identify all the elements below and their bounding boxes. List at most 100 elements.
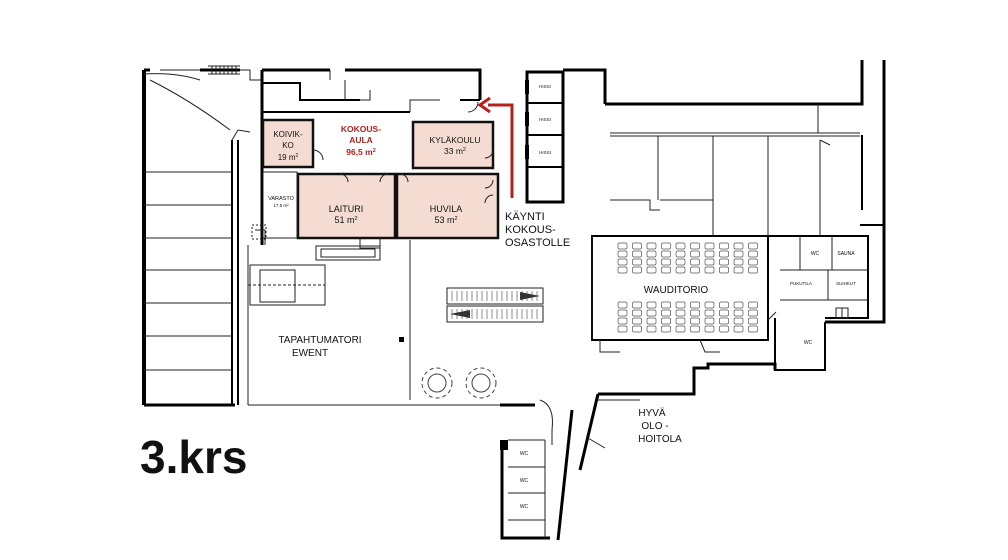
right-wing — [605, 60, 886, 235]
auditorium-seat — [704, 250, 715, 258]
auditorium-seat — [690, 325, 700, 333]
auditorium-seat — [646, 301, 657, 309]
svg-text:53 m2: 53 m2 — [434, 215, 457, 225]
suihkut-label: SUIHKUT — [836, 281, 856, 286]
auditorium-seat — [632, 258, 642, 266]
auditorium-seat — [661, 250, 671, 258]
auditorium-seat — [748, 309, 758, 317]
sauna-label: SAUNA — [837, 251, 855, 257]
huvila-area-sup: 2 — [454, 216, 457, 222]
labels: KOIVIK- KO 19 m2 KOKOUS- AULA 96,5 m2 KY… — [140, 84, 856, 510]
svg-text:19 m2: 19 m2 — [278, 153, 299, 162]
kylakoulu-name: KYLÄKOULU — [429, 135, 480, 145]
auditorium-seat — [632, 317, 642, 325]
room-koivikko[interactable] — [261, 118, 315, 169]
lower-wing — [500, 362, 777, 541]
wauditorio-label: WAUDITORIO — [644, 285, 709, 296]
hissi-label-3: HISSI — [539, 150, 551, 155]
auditorium-seat — [617, 309, 628, 317]
auditorium-seat — [632, 301, 642, 309]
hyva-olo-line-3: HOITOLA — [638, 434, 682, 445]
huvila-area: 53 m — [434, 215, 454, 225]
room-laituri[interactable] — [296, 172, 397, 240]
entrance-line-1: KÄYNTI — [505, 211, 545, 223]
auditorium-seat — [704, 266, 715, 274]
pukutila-label: PUKUTILA — [790, 281, 812, 286]
svg-text:33 m2: 33 m2 — [444, 146, 466, 156]
auditorium-seat — [719, 250, 729, 258]
auditorium-seat — [733, 242, 744, 250]
auditorium-seat — [646, 242, 657, 250]
hissi-label-2: HISSI — [539, 117, 551, 122]
auditorium-seat — [704, 301, 715, 309]
auditorium-seat — [632, 309, 642, 317]
auditorium-seat — [690, 250, 700, 258]
koivikko-name-2: KO — [282, 141, 294, 150]
koivikko-name-1: KOIVIK- — [273, 130, 303, 139]
auditorium-seat — [675, 325, 686, 333]
room-huvila[interactable] — [395, 172, 500, 240]
auditorium-seat — [719, 242, 729, 250]
auditorium-seat — [617, 317, 628, 325]
kokousaula-area: 96,5 m — [346, 147, 373, 157]
auditorium-seat — [748, 325, 758, 333]
auditorium-seat — [617, 325, 628, 333]
auditorium-seat — [690, 242, 700, 250]
auditorium-seat — [748, 266, 758, 274]
auditorium-seat — [646, 317, 657, 325]
auditorium-seat — [632, 325, 642, 333]
round-table — [421, 367, 497, 399]
floor-label: 3.krs — [140, 431, 247, 483]
svg-text:96,5 m2: 96,5 m2 — [346, 147, 376, 157]
huvila-name: HUVILA — [430, 204, 463, 214]
auditorium-seat — [733, 266, 744, 274]
auditorium-seat — [690, 266, 700, 274]
wc-label-lower-1: WC — [520, 451, 529, 457]
hyva-olo-line-2: OLO - — [641, 421, 668, 432]
auditorium-seat — [646, 325, 657, 333]
kylakoulu-area-sup: 2 — [463, 147, 466, 153]
auditorium-seat — [675, 250, 686, 258]
laituri-name: LAITURI — [329, 204, 364, 214]
auditorium-seat — [719, 301, 729, 309]
auditorium-seat — [632, 242, 642, 250]
auditorium-seat — [661, 266, 671, 274]
auditorium-seat — [690, 301, 700, 309]
auditorium-seat — [733, 258, 744, 266]
elevator-shaft — [525, 68, 607, 204]
auditorium-seat — [675, 266, 686, 274]
room-kylakoulu[interactable] — [411, 120, 495, 170]
auditorium-seat — [733, 309, 744, 317]
kokousaula-name-2: AULA — [349, 135, 373, 145]
auditorium-seat — [675, 317, 686, 325]
auditorium-seat — [646, 250, 657, 258]
auditorium-seat — [617, 266, 628, 274]
auditorium-seat — [733, 250, 744, 258]
auditorium-seat — [719, 258, 729, 266]
auditorium-seat — [748, 317, 758, 325]
auditorium-seat — [690, 317, 700, 325]
auditorium-seat — [617, 250, 628, 258]
auditorium-seat — [617, 242, 628, 250]
wc-label-lower-3: WC — [520, 504, 529, 510]
auditorium-seat — [632, 266, 642, 274]
auditorium-seat — [733, 301, 744, 309]
auditorium-seat — [661, 301, 671, 309]
auditorium-seat — [748, 242, 758, 250]
varasto-name: VARASTO — [268, 196, 294, 202]
wc-label-sauna: WC — [811, 251, 820, 257]
auditorium-seat — [617, 301, 628, 309]
hyva-olo-line-1: HYVÄ — [638, 407, 666, 419]
auditorium-seat — [748, 301, 758, 309]
auditorium-seat — [632, 250, 642, 258]
auditorium-seat — [719, 325, 729, 333]
auditorium-seat — [661, 258, 671, 266]
auditorium-seat — [675, 301, 686, 309]
lobby — [247, 240, 553, 445]
sauna-area — [767, 220, 886, 371]
auditorium-seat — [704, 258, 715, 266]
auditorium-seat — [748, 250, 758, 258]
auditorium-seat — [675, 258, 686, 266]
kokousaula-area-sup: 2 — [373, 148, 376, 154]
